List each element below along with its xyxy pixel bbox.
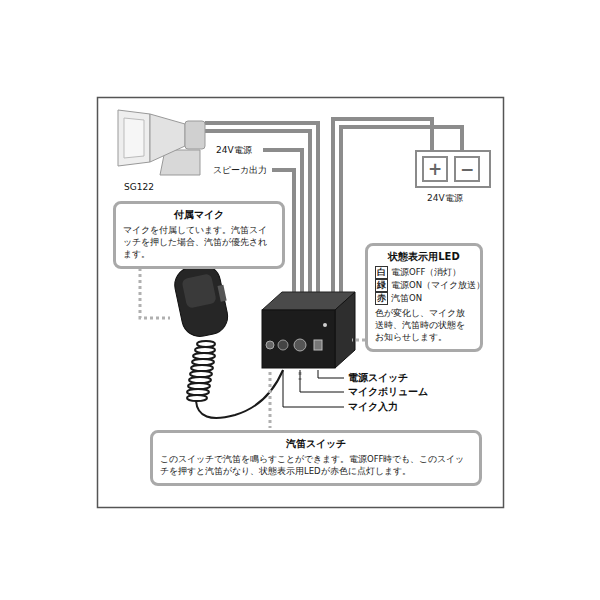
terminal-box: − (454, 156, 480, 182)
callout-box: 付属マイクマイクを付属しています。汽笛スイッチを押した場合、汽笛が優先されます。 (113, 201, 285, 269)
callout-box: 状態表示用LED白電源OFF（消灯）緑電源ON（マイク放送）赤汽笛ON色が変化し… (365, 243, 483, 352)
battery-box: 24V電源+− (415, 150, 491, 188)
frame (98, 98, 504, 508)
led-row: 緑電源ON（マイク放送） (375, 279, 473, 292)
part-label: マイクボリューム (348, 386, 428, 398)
led-state: 電源OFF（消灯） (391, 267, 461, 277)
callout-heading: 状態表示用LED (375, 250, 473, 263)
callout-body: 色が変化し、マイク放送時、汽笛時の状態をお知らせします。 (375, 307, 473, 343)
callout-leaders (140, 262, 365, 428)
amplifier-illustration (262, 292, 355, 368)
callout-body: マイクを付属しています。汽笛スイッチを押した場合、汽笛が優先されます。 (123, 224, 275, 260)
part-label: マイク入力 (348, 401, 398, 413)
led-state: 電源ON（マイク放送） (391, 280, 485, 290)
terminal-sign: + (428, 161, 442, 178)
color-code: 白 (375, 266, 388, 279)
wire-label: 24V電源 (216, 144, 252, 156)
terminal-sign: − (460, 161, 474, 178)
microphone-illustration (171, 261, 283, 418)
speaker-illustration (118, 110, 205, 175)
callout-heading: 付属マイク (123, 208, 275, 221)
model-label: SG122 (124, 181, 154, 193)
callout-body: このスイッチで汽笛を鳴らすことができます。電源OFF時でも、このスイッチを押すと… (160, 453, 472, 477)
battery-label: 24V電源 (427, 192, 463, 204)
part-label: 電源スイッチ (348, 372, 408, 384)
callout-box: 汽笛スイッチこのスイッチで汽笛を鳴らすことができます。電源OFF時でも、このスイ… (150, 430, 482, 486)
callout-heading: 汽笛スイッチ (160, 437, 472, 450)
wire-label: スピーカ出力 (213, 164, 267, 176)
color-code: 赤 (375, 292, 388, 305)
led-state: 汽笛ON (391, 293, 422, 303)
color-code: 緑 (375, 279, 388, 292)
led-row: 赤汽笛ON (375, 292, 473, 305)
part-leaders (283, 370, 344, 407)
terminal-box: + (422, 156, 448, 182)
led-row: 白電源OFF（消灯） (375, 266, 473, 279)
